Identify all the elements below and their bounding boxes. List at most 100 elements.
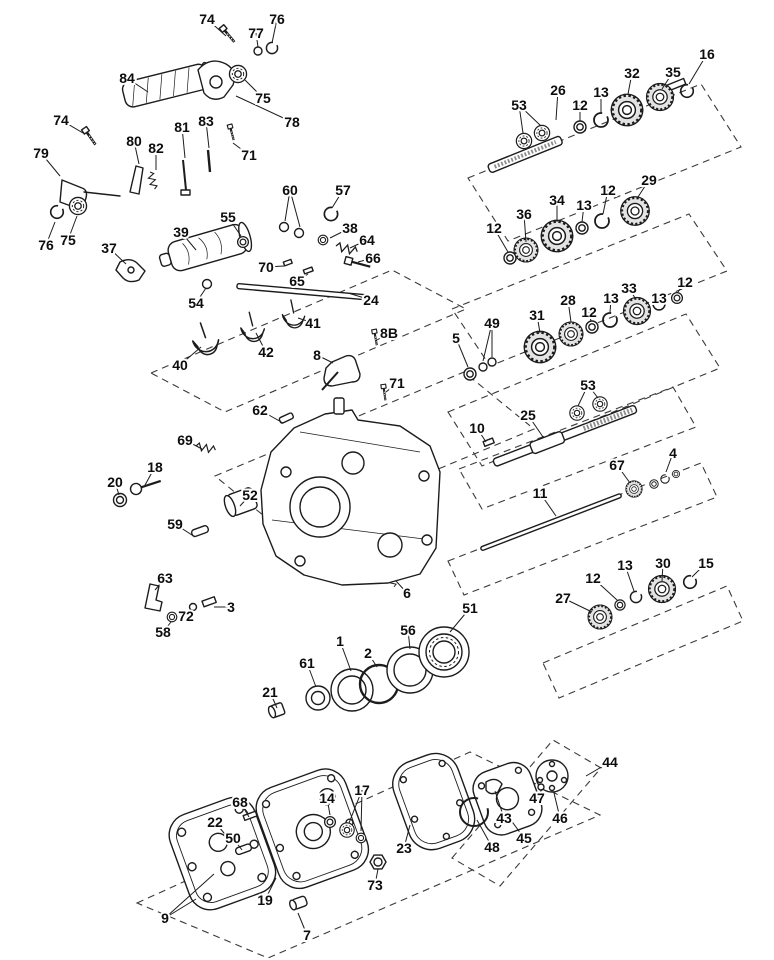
part-number-57: 57 [335, 182, 351, 198]
leader-line [326, 797, 331, 816]
part-number-74: 74 [53, 112, 69, 128]
leader-line [45, 221, 56, 246]
part-number-10: 10 [469, 420, 485, 436]
part-number-41: 41 [305, 315, 321, 331]
part-number-49: 49 [484, 315, 500, 331]
leader-line [637, 179, 650, 198]
part-number-52: 52 [242, 487, 258, 503]
part-number-76: 76 [269, 11, 285, 27]
retainer-plate-group [459, 759, 569, 836]
shifter-rod-assembly [480, 469, 681, 551]
part-number-2: 2 [364, 645, 372, 661]
leader-line [627, 72, 633, 95]
leader-line [181, 126, 186, 159]
leader-line [339, 640, 352, 672]
part-number-13: 13 [651, 290, 667, 306]
part-number-16: 16 [699, 46, 715, 62]
leader-line [40, 152, 61, 177]
part-number-56: 56 [400, 622, 416, 638]
leader-line [449, 607, 471, 633]
part-number-32: 32 [624, 65, 640, 81]
lower-gear-row [586, 574, 698, 631]
transmission-case [260, 397, 441, 586]
part-number-33: 33 [621, 280, 637, 296]
part-number-74: 74 [199, 11, 215, 27]
part-number-6: 6 [403, 585, 411, 601]
leader-line [395, 580, 408, 594]
leader-line [592, 577, 618, 601]
part-number-70: 70 [258, 259, 274, 275]
leader-line [518, 104, 524, 134]
leader-line [349, 239, 368, 249]
part-number-43: 43 [496, 810, 512, 826]
part-number-78: 78 [284, 114, 300, 130]
mainshaft-assembly [482, 396, 638, 467]
leader-line [174, 523, 196, 538]
leader-line [536, 314, 541, 334]
part-number-68: 68 [232, 794, 248, 810]
part-number-61: 61 [299, 655, 315, 671]
part-number-51: 51 [462, 600, 478, 616]
leader-line [239, 494, 251, 507]
part-number-45: 45 [516, 830, 532, 846]
part-number-14: 14 [319, 790, 335, 806]
leader-line [403, 824, 411, 849]
part-number-3: 3 [227, 599, 235, 615]
leader-line [164, 873, 215, 919]
part-number-1: 1 [336, 633, 344, 649]
leader-line [476, 427, 487, 443]
part-number-75: 75 [60, 232, 76, 248]
part-number-83: 83 [198, 113, 214, 129]
part-number-79: 79 [33, 145, 49, 161]
leader-line [271, 18, 278, 44]
leader-line [205, 120, 210, 149]
callout-leader-lines [40, 18, 708, 936]
leader-line [476, 819, 493, 848]
part-number-25: 25 [520, 407, 536, 423]
leader-line [493, 227, 509, 253]
leader-line [624, 564, 635, 592]
leader-line [585, 761, 611, 777]
bottom-hardware [224, 810, 387, 911]
leader-line [367, 652, 378, 668]
leader-line [244, 79, 264, 99]
part-number-8B: 8B [380, 325, 398, 341]
leader-line [348, 789, 363, 824]
leader-line [284, 189, 291, 222]
leader-line [269, 691, 278, 709]
part-number-12: 12 [486, 220, 502, 236]
part-number-54: 54 [188, 295, 204, 311]
part-number-72: 72 [178, 608, 194, 624]
leader-line [523, 213, 527, 243]
part-number-36: 36 [516, 206, 532, 222]
leader-line [184, 439, 203, 450]
leader-line [555, 89, 559, 121]
part-number-12: 12 [572, 97, 588, 113]
leader-line [482, 322, 493, 362]
part-number-58: 58 [155, 624, 171, 640]
part-number-67: 67 [609, 457, 625, 473]
bearing-seal-group [267, 626, 470, 719]
leader-line [180, 231, 197, 251]
leader-line [331, 189, 344, 209]
part-number-18: 18 [147, 459, 163, 475]
part-number-19: 19 [257, 892, 273, 908]
leader-line [185, 609, 193, 617]
shifter-cam-assembly [49, 23, 279, 283]
leader-line [329, 227, 351, 239]
end-cover-gasket [392, 752, 476, 851]
part-number-65: 65 [289, 273, 305, 289]
leader-line [347, 292, 372, 301]
leader-line [661, 562, 664, 582]
leader-line [602, 189, 609, 215]
part-number-15: 15 [698, 555, 714, 571]
leader-line [577, 384, 589, 407]
leader-line [504, 811, 525, 839]
part-number-7: 7 [303, 927, 311, 943]
side-cover-gasket [168, 796, 277, 911]
leader-line [133, 140, 140, 165]
part-number-55: 55 [220, 209, 236, 225]
leader-line [297, 912, 308, 936]
